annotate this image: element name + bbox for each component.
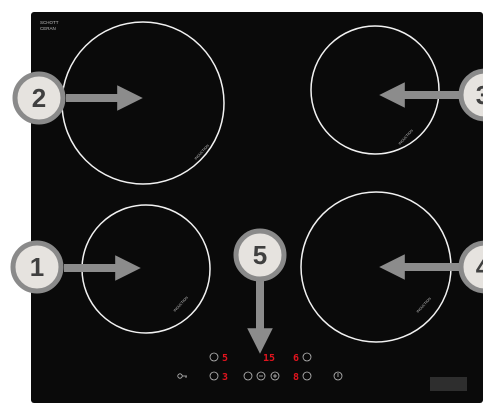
callout-4-label: 4 (476, 252, 483, 282)
timer-button-icon[interactable] (243, 371, 253, 381)
key-lock-icon[interactable] (177, 373, 187, 379)
plus-minus-icon[interactable] (209, 371, 219, 381)
callout-2-label: 2 (32, 83, 46, 113)
power-icon[interactable] (333, 371, 343, 381)
plus-icon[interactable] (270, 371, 280, 381)
callout-5: 5 (233, 228, 287, 282)
glass-cooktop (31, 12, 483, 403)
callout-2: 2 (12, 71, 66, 125)
left-bottom-level-display: 3 (222, 372, 228, 383)
plus-minus-icon[interactable] (209, 352, 219, 362)
plus-minus-icon[interactable] (302, 371, 312, 381)
control-panel: 5 15 6 3 8 (177, 352, 343, 383)
callout-4: 4 (458, 240, 483, 294)
minus-icon[interactable] (256, 371, 266, 381)
plus-minus-icon[interactable] (302, 352, 312, 362)
right-bottom-level-display: 8 (293, 372, 299, 383)
bottom-right-panel (430, 377, 467, 391)
callout-1: 1 (10, 240, 64, 294)
brand-line-2: CERAN (40, 26, 56, 31)
left-top-level-display: 5 (222, 353, 228, 364)
callout-1-label: 1 (30, 252, 44, 282)
callout-arrows (64, 82, 460, 354)
callout-3-label: 3 (476, 80, 483, 110)
timer-display: 15 (263, 353, 275, 364)
callout-3: 3 (458, 68, 483, 122)
brand-line-1: SCHOTT (40, 20, 59, 25)
callout-5-label: 5 (253, 240, 267, 270)
right-top-level-display: 6 (293, 353, 299, 364)
